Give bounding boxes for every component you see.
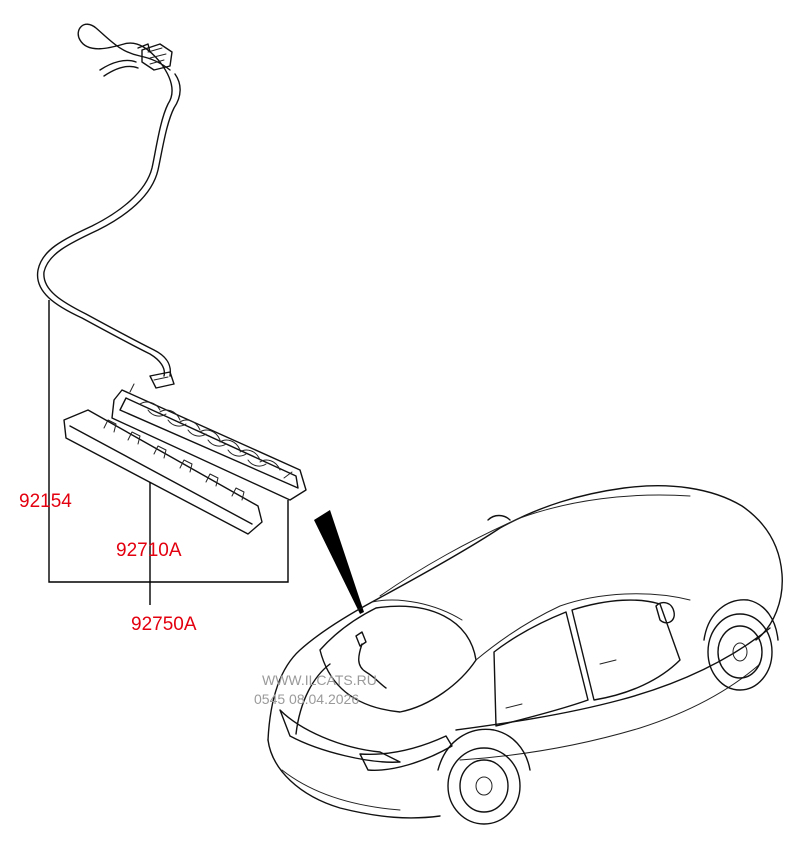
lamp-housing bbox=[111, 383, 307, 501]
label-92750a: 92750A bbox=[131, 614, 197, 635]
label-92154: 92154 bbox=[19, 491, 72, 512]
rear-wheel bbox=[437, 728, 531, 825]
wiring-harness-92154 bbox=[36, 23, 181, 389]
harness-bottom-connector bbox=[149, 371, 175, 389]
front-wheel bbox=[703, 599, 779, 691]
location-pointer bbox=[314, 510, 364, 614]
car-illustration bbox=[267, 485, 783, 825]
leader-lines bbox=[48, 300, 289, 605]
watermark: WWW.ILCATS.RU 0545 08.04.2026 bbox=[254, 672, 377, 707]
label-92710a: 92710A bbox=[116, 540, 182, 561]
watermark-line-2: 0545 08.04.2026 bbox=[254, 691, 359, 707]
watermark-line-1: WWW.ILCATS.RU bbox=[262, 672, 377, 688]
lamp-lens-92710a bbox=[63, 409, 263, 535]
harness-top-connector bbox=[137, 43, 173, 71]
